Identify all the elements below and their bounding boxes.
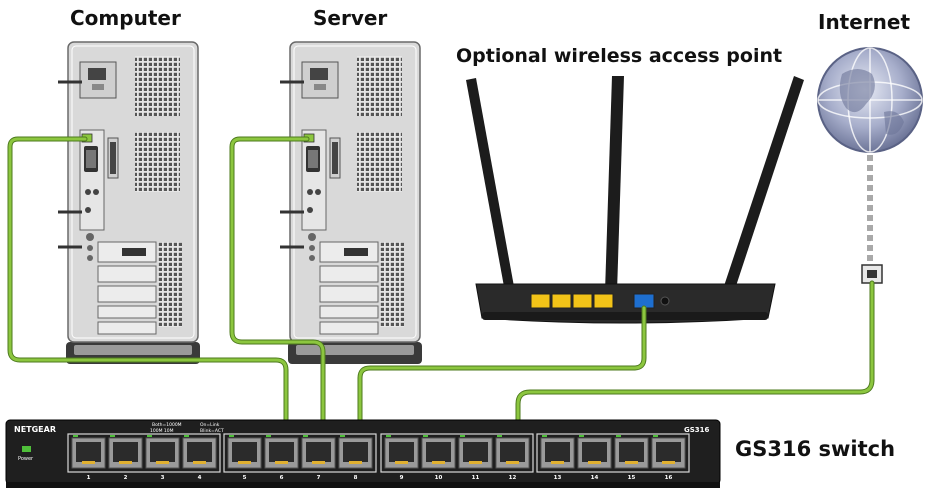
port-socket (500, 442, 525, 462)
port-led-icon (340, 435, 345, 437)
port-socket (463, 442, 488, 462)
server-label: Server (313, 6, 388, 30)
switch-legend-speed-bottom: 100M 10M (150, 428, 174, 434)
port-contacts (193, 461, 206, 464)
ethernet-cables (7, 136, 875, 443)
port-led-icon (616, 435, 621, 437)
port-number: 16 (665, 475, 673, 481)
port-socket (343, 442, 368, 462)
port-socket (232, 442, 257, 462)
port-led-icon (653, 435, 658, 437)
port-led-icon (303, 435, 308, 437)
port-number: 6 (280, 475, 284, 481)
port-group-frame (223, 433, 377, 473)
port-led-icon (542, 435, 547, 437)
port-contacts (662, 461, 675, 464)
switch-legend-speed-top: Both=1000M (152, 422, 182, 428)
port-led-icon (110, 435, 115, 437)
computer-tower (56, 40, 202, 366)
port-number: 11 (472, 475, 480, 481)
port-socket (656, 442, 681, 462)
port-led-icon (423, 435, 428, 437)
switch-legend-link-bottom: Blink=ACT (200, 428, 224, 434)
wireless-router (466, 76, 804, 324)
port-socket (150, 442, 175, 462)
port-contacts (625, 461, 638, 464)
gs316-switch: NETGEAR GS316 Both=1000M 100M 10M On=Lin… (5, 419, 721, 488)
port-contacts (551, 461, 564, 464)
port-contacts (588, 461, 601, 464)
port-number: 3 (161, 475, 165, 481)
port-number: 4 (198, 475, 202, 481)
port-group-frame (536, 433, 690, 473)
port-number: 9 (400, 475, 404, 481)
wall-jack-icon (861, 264, 883, 284)
port-contacts (506, 461, 519, 464)
server-tower (278, 40, 424, 366)
switch-brand: NETGEAR (14, 425, 56, 434)
port-number: 12 (509, 475, 517, 481)
port-number: 15 (628, 475, 636, 481)
port-led-icon (497, 435, 502, 437)
switch-label: GS316 switch (735, 437, 896, 461)
port-number: 7 (317, 475, 321, 481)
port-led-icon (229, 435, 234, 437)
port-socket (113, 442, 138, 462)
port-socket (187, 442, 212, 462)
computer-label: Computer (70, 6, 181, 30)
port-socket (619, 442, 644, 462)
port-socket (389, 442, 414, 462)
port-number: 1 (87, 475, 91, 481)
port-contacts (156, 461, 169, 464)
port-contacts (238, 461, 251, 464)
port-contacts (432, 461, 445, 464)
port-socket (582, 442, 607, 462)
port-contacts (469, 461, 482, 464)
port-group-frame (380, 433, 534, 473)
switch-model: GS316 (684, 426, 710, 434)
port-socket (269, 442, 294, 462)
port-contacts (312, 461, 325, 464)
port-led-icon (184, 435, 189, 437)
port-number: 13 (554, 475, 562, 481)
port-led-icon (579, 435, 584, 437)
port-led-icon (266, 435, 271, 437)
internet-label: Internet (818, 10, 911, 34)
port-number: 8 (354, 475, 358, 481)
switch-legend-link-top: On=Link (200, 422, 220, 428)
internet-globe-icon (817, 47, 923, 153)
port-group-frame (67, 433, 221, 473)
port-socket (426, 442, 451, 462)
port-led-icon (386, 435, 391, 437)
power-label: Power (18, 456, 34, 462)
port-led-icon (460, 435, 465, 437)
port-contacts (119, 461, 132, 464)
port-socket (306, 442, 331, 462)
port-number: 14 (591, 475, 599, 481)
port-contacts (275, 461, 288, 464)
port-contacts (349, 461, 362, 464)
port-contacts (395, 461, 408, 464)
port-number: 2 (124, 475, 128, 481)
port-socket (545, 442, 570, 462)
router-lan-ports (530, 293, 614, 309)
power-led-icon (22, 446, 31, 452)
port-led-icon (73, 435, 78, 437)
port-number: 10 (435, 475, 443, 481)
port-socket (76, 442, 101, 462)
port-number: 5 (243, 475, 247, 481)
port-led-icon (147, 435, 152, 437)
access-point-label: Optional wireless access point (456, 45, 783, 67)
port-contacts (82, 461, 95, 464)
